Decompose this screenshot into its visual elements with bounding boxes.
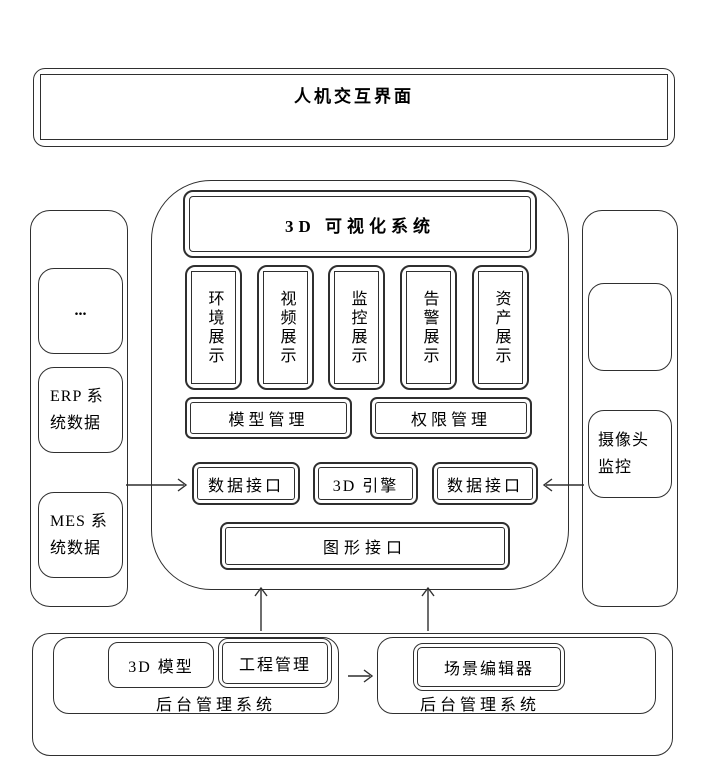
- viz-system-title: 3D 可视化系统: [284, 216, 436, 236]
- erp-data-box: ERP 系 统数据: [38, 367, 123, 453]
- hmi-inner-frame: 人机交互界面: [40, 74, 668, 140]
- viz-system-box: 3D 可视化系统: [183, 190, 537, 258]
- module-asset-display: 资产展示: [472, 265, 529, 390]
- backend-scene-editor-label: 场景编辑器: [443, 661, 534, 678]
- permission-management-box: 权限管理: [370, 397, 532, 439]
- erp-data-label: ERP 系 统数据: [50, 388, 104, 432]
- graphics-interface-label: 图形接口: [322, 540, 407, 557]
- data-interface-right-label: 数据接口: [446, 477, 523, 495]
- engine-box: 3D 引擎: [313, 462, 418, 505]
- backend-left-label: 后台管理系统: [156, 697, 277, 714]
- other-data-box: ...: [38, 268, 123, 354]
- mes-data-box: MES 系 统数据: [38, 492, 123, 578]
- module-env-display-label: 环境展示: [205, 289, 223, 366]
- backend-3d-model-box: 3D 模型: [108, 642, 214, 688]
- module-monitor-display: 监控展示: [328, 265, 385, 390]
- module-alarm-display: 告警展示: [400, 265, 457, 390]
- permission-management-label: 权限管理: [410, 412, 491, 429]
- model-management-box: 模型管理: [185, 397, 352, 439]
- arrow-camera-to-interface-icon: [542, 478, 584, 492]
- camera-column: [582, 210, 678, 607]
- backend-project-mgmt-box: 工程管理: [218, 638, 332, 688]
- camera-placeholder-box: [588, 283, 672, 371]
- arrow-backend-flow-icon: [348, 669, 374, 683]
- module-monitor-display-label: 监控展示: [348, 289, 366, 366]
- model-management-label: 模型管理: [228, 412, 309, 429]
- backend-project-mgmt-label: 工程管理: [238, 657, 311, 674]
- camera-monitor-label: 摄像头 监控: [598, 432, 650, 476]
- arrow-left-data-to-interface-icon: [126, 478, 188, 492]
- module-asset-display-label: 资产展示: [492, 289, 510, 366]
- data-interface-left-box: 数据接口: [192, 462, 300, 505]
- engine-label: 3D 引擎: [332, 477, 399, 495]
- module-video-display-label: 视频展示: [277, 289, 295, 366]
- hmi-panel: 人机交互界面: [33, 68, 675, 147]
- other-data-label: ...: [74, 302, 87, 319]
- data-interface-right-box: 数据接口: [432, 462, 538, 505]
- arrow-up-backend-right-icon: [421, 586, 435, 631]
- data-interface-left-label: 数据接口: [207, 477, 284, 495]
- module-env-display: 环境展示: [185, 265, 242, 390]
- mes-data-label: MES 系 统数据: [50, 513, 108, 557]
- hmi-title: 人机交互界面: [294, 87, 414, 106]
- backend-right-label: 后台管理系统: [420, 697, 541, 714]
- graphics-interface-box: 图形接口: [220, 522, 510, 570]
- module-video-display: 视频展示: [257, 265, 314, 390]
- module-alarm-display-label: 告警展示: [420, 289, 438, 366]
- backend-scene-editor-box: 场景编辑器: [413, 643, 565, 691]
- backend-3d-model-label: 3D 模型: [128, 659, 194, 676]
- arrow-up-backend-left-icon: [254, 586, 268, 631]
- camera-monitor-box: 摄像头 监控: [588, 410, 672, 498]
